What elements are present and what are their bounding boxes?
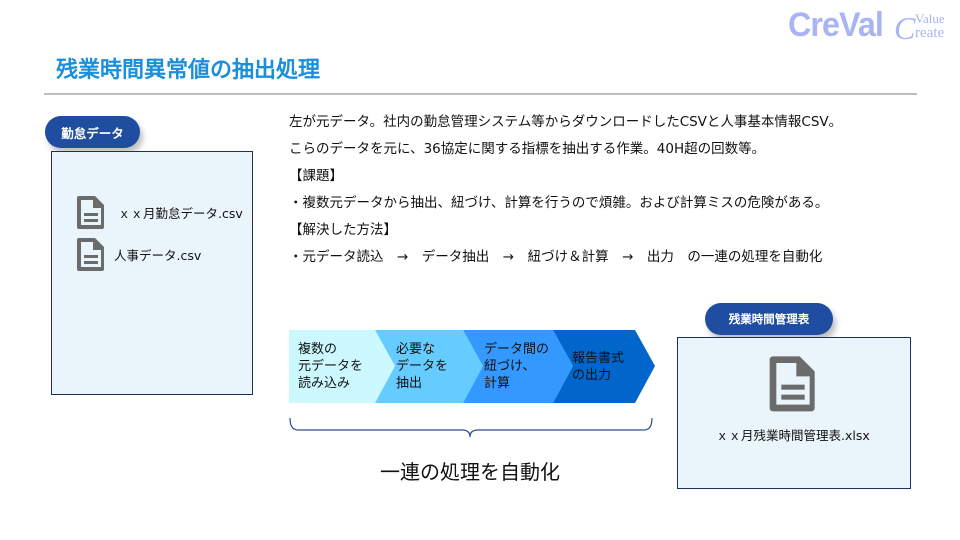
attendance-data-badge: 勤怠データ <box>45 116 140 148</box>
process-step-shape <box>463 330 573 403</box>
description-line: 左が元データ。社内の勤怠管理システム等からダウンロードしたCSVと人事基本情報C… <box>289 114 843 130</box>
file-name: ｘｘ月勤怠データ.csv <box>118 205 243 221</box>
page-title: 残業時間異常値の抽出処理 <box>56 58 321 83</box>
logo-sub-initial: C <box>894 10 916 46</box>
process-step-shape <box>375 330 483 403</box>
process-step-label: データを <box>396 359 449 374</box>
overtime-table-badge: 残業時間管理表 <box>705 303 833 335</box>
description-line: ・元データ読込 → データ抽出 → 紐づけ＆計算 → 出力 の一連の処理を自動化 <box>289 249 823 265</box>
logo-brand: CreVal <box>788 6 884 44</box>
process-step-label: 抽出 <box>396 376 423 391</box>
process-step-label: の出力 <box>572 367 612 383</box>
attendance-data-panel: ｘｘ月勤怠データ.csv 人事データ.csv <box>51 151 253 395</box>
process-step: 複数の元データを読み込み <box>298 330 363 403</box>
logo-sub-line1: Value <box>915 11 945 26</box>
file-item: ｘｘ月勤怠データ.csv <box>76 194 243 230</box>
process-step-label: 読み込み <box>298 376 351 391</box>
description-line: 【課題】 <box>289 168 343 184</box>
process-step: データ間の紐づけ、計算 <box>484 330 549 403</box>
process-step: 必要なデータを抽出 <box>396 330 448 403</box>
logo-sub-line2: reate <box>915 25 945 41</box>
description-line: ・複数元データから抽出、紐づけ、計算を行うので煩雑。および計算ミスの危険がある。 <box>289 195 829 211</box>
document-icon <box>769 356 815 412</box>
process-step: 報告書式の出力 <box>572 330 624 403</box>
process-step-label: データ間の <box>484 342 550 357</box>
process-step-label: 元データを <box>298 359 364 374</box>
process-step-label: 報告書式 <box>572 350 625 366</box>
description-line: こらのデータを元に、36協定に関する指標を抽出する作業。40H超の回数等。 <box>289 141 766 157</box>
description-line: 【解決した方法】 <box>289 222 397 238</box>
document-icon <box>77 196 104 229</box>
file-item: 人事データ.csv <box>76 236 201 272</box>
process-step-label: 計算 <box>484 376 511 391</box>
process-step-label: 紐づけ、 <box>484 359 536 374</box>
file-name: 人事データ.csv <box>114 247 202 263</box>
process-step-label: 必要な <box>396 342 436 357</box>
title-divider <box>44 93 917 95</box>
curly-brace <box>289 417 653 438</box>
overtime-table-panel: ｘｘ月残業時間管理表.xlsx <box>677 337 911 489</box>
process-step-label: 複数の <box>298 342 338 357</box>
process-step-shape <box>553 330 655 403</box>
process-step-shape <box>289 330 395 403</box>
process-caption: 一連の処理を自動化 <box>380 460 560 484</box>
file-name: ｘｘ月残業時間管理表.xlsx <box>716 428 870 443</box>
document-icon <box>77 238 104 271</box>
